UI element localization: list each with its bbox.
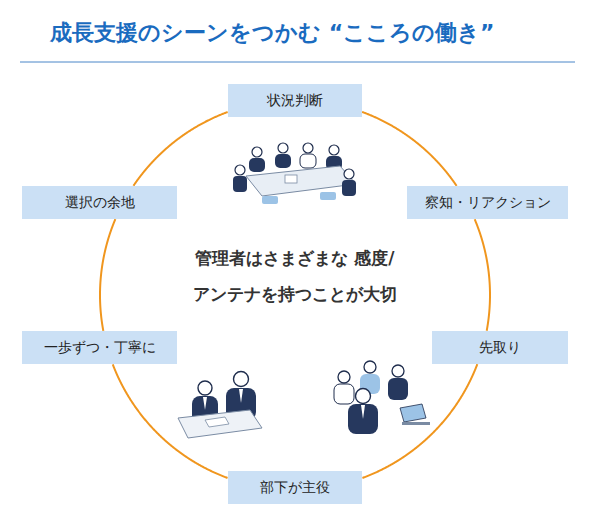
ring-connector [475,219,490,331]
person-head [338,371,350,383]
person-head [198,381,212,395]
scene-box: 察知・リアクション [407,186,568,219]
document-sheet [205,417,229,427]
person-head [364,361,376,373]
person-body [233,176,247,192]
team-illustration [334,361,430,434]
scene-box: 先取り [432,331,568,364]
chair [262,196,278,204]
person-body [388,378,408,400]
title-rule [20,62,575,63]
person-head [344,169,354,179]
person-body [275,154,291,168]
diagram-title: 成長支援のシーンをつかむ “こころの働き” [50,18,495,48]
person-body [342,180,356,196]
center-message: 管理者はさまざまな 感度/アンテナを持つことが大切 [145,240,445,312]
shirt-tie [239,389,243,403]
shirt-tie [361,405,365,419]
box-label: 一歩ずつ・丁寧に [44,339,156,356]
person-body [348,404,378,434]
scene-box: 状況判断 [228,84,362,117]
person-head [235,165,245,175]
ring-connector [113,364,228,478]
meeting-table [246,166,356,196]
ring-connector [100,219,115,331]
person-head [234,372,249,387]
ring-connector [133,112,227,186]
person-head [252,147,262,157]
desk-illustration [178,372,262,439]
chair [320,192,336,200]
box-label: 選択の余地 [65,194,135,211]
desk [178,410,262,438]
scene-box: 部下が主役 [228,471,362,504]
person-head [278,143,288,153]
person-head [329,145,339,155]
box-label: 状況判断 [267,92,323,109]
laptop [400,404,426,422]
box-label: 察知・リアクション [425,194,551,211]
box-label: 先取り [479,339,521,356]
ring-connector [362,112,457,186]
person-body [249,158,265,172]
ring-connector [362,364,477,478]
laptop-base [402,422,430,425]
person-head [303,143,313,153]
document-sheet [285,175,297,183]
person-head [356,389,371,404]
person-body [300,154,316,168]
box-label: 部下が主役 [260,479,330,496]
meeting-illustration [233,143,356,204]
scene-box: 選択の余地 [22,186,177,219]
scene-box: 一歩ずつ・丁寧に [22,331,177,364]
person-body [334,384,354,404]
shirt-tie [203,397,207,410]
person-head [392,365,404,377]
